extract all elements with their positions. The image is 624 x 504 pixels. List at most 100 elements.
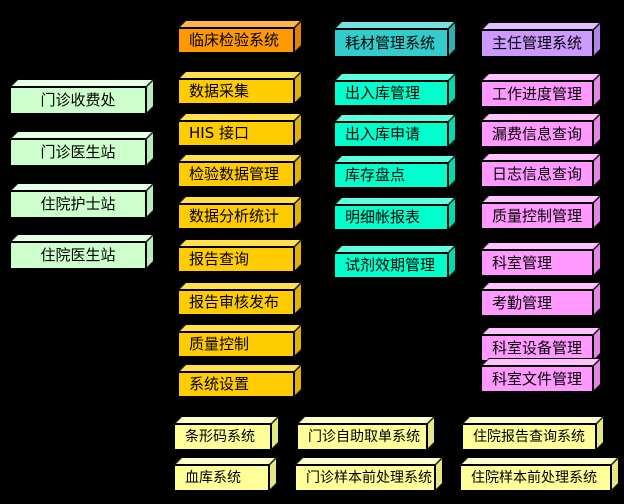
node-inventory-check: 库存盘点 (334, 155, 456, 188)
node-consumables-system: 耗材管理系统 (334, 21, 456, 57)
node-inpatient-nurse-station-label: 住院护士站 (40, 195, 116, 213)
node-report-query-side-face (294, 239, 302, 272)
node-department-management: 科室管理 (481, 242, 601, 276)
node-report-query: 报告查询 (178, 239, 302, 272)
node-his-interface-label: HIS 接口 (189, 124, 249, 142)
node-department-files-management: 科室文件管理 (481, 358, 601, 392)
node-department-management-top-face (481, 242, 601, 250)
node-data-analysis-statistics-label: 数据分析统计 (189, 207, 280, 225)
node-lab-data-management: 检验数据管理 (178, 154, 302, 187)
node-department-equipment-management: 科室设备管理 (481, 327, 601, 361)
node-outpatient-self-service-pickup-side-face (427, 416, 435, 450)
node-blood-bank-system: 血库系统 (174, 457, 277, 491)
node-inpatient-nurse-station: 住院护士站 (10, 183, 154, 218)
node-inpatient-doctor-station-top-face (10, 234, 154, 242)
node-reagent-expiry-management: 试剂效期管理 (334, 245, 456, 278)
node-director-system-top-face (481, 22, 601, 30)
node-outpatient-doctor-station-top-face (10, 131, 154, 139)
node-inpatient-nurse-station-front-face: 住院护士站 (10, 191, 146, 218)
node-quality-control-front-face: 质量控制 (178, 332, 294, 357)
node-system-settings-side-face (294, 364, 302, 397)
node-quality-control-label: 质量控制 (189, 335, 250, 353)
node-inout-warehouse-request: 出入库申请 (334, 114, 456, 147)
node-his-interface-top-face (178, 113, 302, 121)
node-data-collection-top-face (178, 71, 302, 79)
node-log-info-query: 日志信息查询 (481, 153, 601, 187)
node-director-system-label: 主任管理系统 (492, 34, 583, 52)
node-director-system-front-face: 主任管理系统 (481, 30, 593, 57)
node-inpatient-sample-preprocessing-front-face: 住院样本前处理系统 (460, 465, 611, 491)
node-lab-data-management-label: 检验数据管理 (189, 165, 280, 183)
node-inpatient-doctor-station: 住院医生站 (10, 234, 154, 269)
node-inpatient-nurse-station-top-face (10, 183, 154, 191)
node-system-settings-top-face (178, 364, 302, 372)
node-outpatient-doctor-station-side-face (146, 131, 154, 166)
node-attendance-management-top-face (481, 282, 601, 290)
node-barcode-system-side-face (271, 416, 279, 450)
node-log-info-query-label: 日志信息查询 (492, 164, 583, 183)
node-detail-account-report-side-face (448, 197, 456, 230)
node-quality-control-side-face (294, 324, 302, 357)
node-attendance-management-side-face (593, 282, 601, 316)
node-inpatient-report-query-system-side-face (596, 416, 604, 450)
node-outpatient-sample-preprocessing: 门诊样本前处理系统 (295, 457, 443, 491)
node-quality-control-management: 质量控制管理 (481, 195, 601, 229)
node-report-review-publish-front-face: 报告审核发布 (178, 290, 294, 315)
node-department-management-side-face (593, 242, 601, 276)
node-inout-warehouse-management-label: 出入库管理 (345, 84, 421, 102)
node-inpatient-report-query-system-label: 住院报告查询系统 (473, 429, 585, 445)
node-outpatient-self-service-pickup-front-face: 门诊自助取单系统 (297, 424, 427, 450)
node-fee-leak-query-top-face (481, 113, 601, 121)
node-work-progress-management: 工作进度管理 (481, 73, 601, 107)
node-outpatient-sample-preprocessing-label: 门诊样本前处理系统 (306, 470, 432, 486)
node-department-files-management-front-face: 科室文件管理 (481, 366, 593, 392)
node-department-files-management-top-face (481, 358, 601, 366)
node-system-settings-label: 系统设置 (189, 375, 250, 393)
node-outpatient-doctor-station-label: 门诊医生站 (40, 143, 116, 161)
node-reagent-expiry-management-side-face (448, 245, 456, 278)
node-data-collection-label: 数据采集 (189, 82, 250, 100)
node-inout-warehouse-management-top-face (334, 73, 456, 81)
node-inpatient-sample-preprocessing: 住院样本前处理系统 (460, 457, 619, 491)
node-inpatient-sample-preprocessing-side-face (611, 457, 619, 491)
node-his-interface-front-face: HIS 接口 (178, 121, 294, 146)
node-consumables-system-front-face: 耗材管理系统 (334, 29, 448, 57)
node-inout-warehouse-request-label: 出入库申请 (345, 125, 421, 143)
node-log-info-query-top-face (481, 153, 601, 161)
node-outpatient-sample-preprocessing-top-face (295, 457, 443, 465)
node-data-collection-front-face: 数据采集 (178, 79, 294, 104)
node-quality-control-management-label: 质量控制管理 (492, 206, 583, 225)
node-his-interface: HIS 接口 (178, 113, 302, 146)
node-lab-data-management-front-face: 检验数据管理 (178, 162, 294, 187)
node-barcode-system-label: 条形码系统 (185, 429, 255, 445)
node-reagent-expiry-management-front-face: 试剂效期管理 (334, 253, 448, 278)
node-attendance-management-label: 考勤管理 (492, 293, 553, 312)
node-work-progress-management-top-face (481, 73, 601, 81)
node-system-settings: 系统设置 (178, 364, 302, 397)
node-inventory-check-top-face (334, 155, 456, 163)
node-inventory-check-side-face (448, 155, 456, 188)
node-lab-data-management-side-face (294, 154, 302, 187)
node-consumables-system-side-face (448, 21, 456, 57)
node-report-review-publish-top-face (178, 282, 302, 290)
node-department-equipment-management-top-face (481, 327, 601, 335)
node-report-review-publish-label: 报告审核发布 (189, 293, 280, 311)
node-inpatient-doctor-station-label: 住院医生站 (40, 246, 116, 264)
node-inout-warehouse-request-side-face (448, 114, 456, 147)
node-inout-warehouse-request-top-face (334, 114, 456, 122)
node-work-progress-management-side-face (593, 73, 601, 107)
node-department-management-front-face: 科室管理 (481, 250, 593, 276)
node-outpatient-billing-side-face (146, 79, 154, 114)
node-report-review-publish: 报告审核发布 (178, 282, 302, 315)
node-attendance-management: 考勤管理 (481, 282, 601, 316)
node-reagent-expiry-management-top-face (334, 245, 456, 253)
node-director-system-side-face (593, 22, 601, 57)
node-report-review-publish-side-face (294, 282, 302, 315)
node-department-equipment-management-front-face: 科室设备管理 (481, 335, 593, 361)
node-blood-bank-system-front-face: 血库系统 (174, 465, 269, 491)
node-department-management-label: 科室管理 (492, 253, 553, 272)
node-department-files-management-label: 科室文件管理 (492, 369, 583, 388)
node-blood-bank-system-label: 血库系统 (185, 470, 241, 486)
node-fee-leak-query-front-face: 漏费信息查询 (481, 121, 593, 147)
